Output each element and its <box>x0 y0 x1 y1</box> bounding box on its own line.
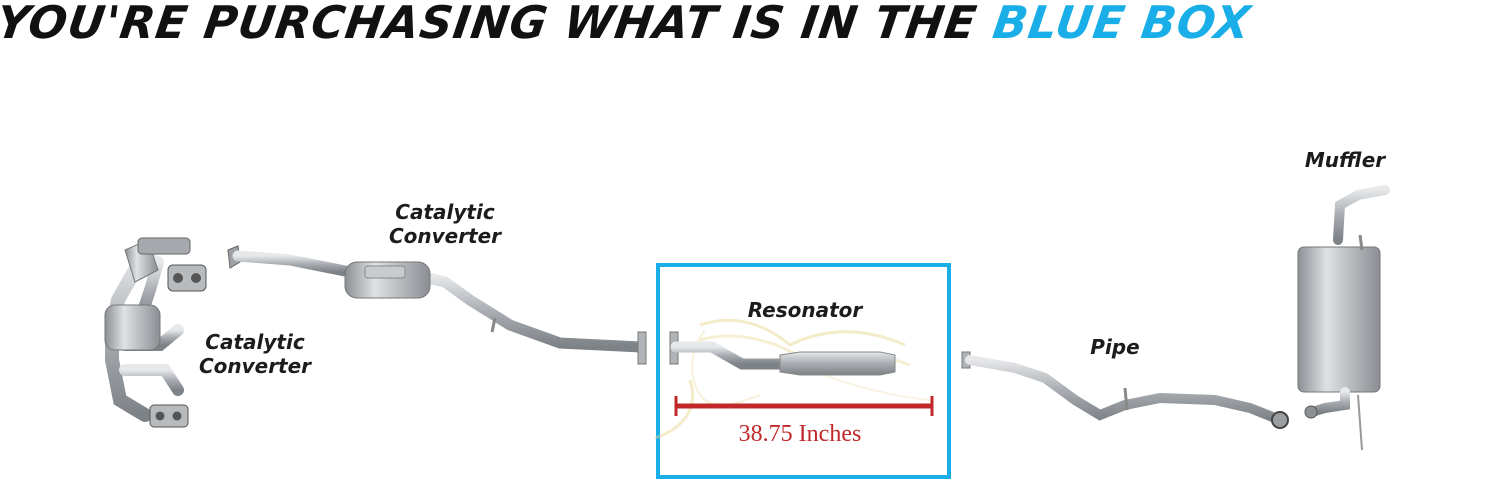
rear-pipe <box>961 351 1289 429</box>
label-catalytic-converter-front: Catalytic Converter <box>370 200 520 248</box>
label-muffler: Muffler <box>1304 148 1386 172</box>
manifold-catalytic-converter <box>104 237 207 428</box>
measurement-label: 38.75 Inches <box>738 421 862 447</box>
label-line: Converter <box>198 354 312 378</box>
measurement-bar <box>674 396 934 416</box>
label-line: Converter <box>388 224 502 248</box>
resonator-part <box>669 331 941 376</box>
label-line: Catalytic <box>395 200 495 224</box>
muffler-part <box>1297 185 1390 451</box>
blue-selection-box <box>656 263 951 479</box>
front-pipe-catalytic-converter <box>227 245 647 365</box>
label-resonator: Resonator <box>747 298 863 322</box>
label-catalytic-converter-manifold: Catalytic Converter <box>180 330 330 378</box>
label-line: Catalytic <box>205 330 305 354</box>
label-pipe: Pipe <box>1090 335 1140 359</box>
